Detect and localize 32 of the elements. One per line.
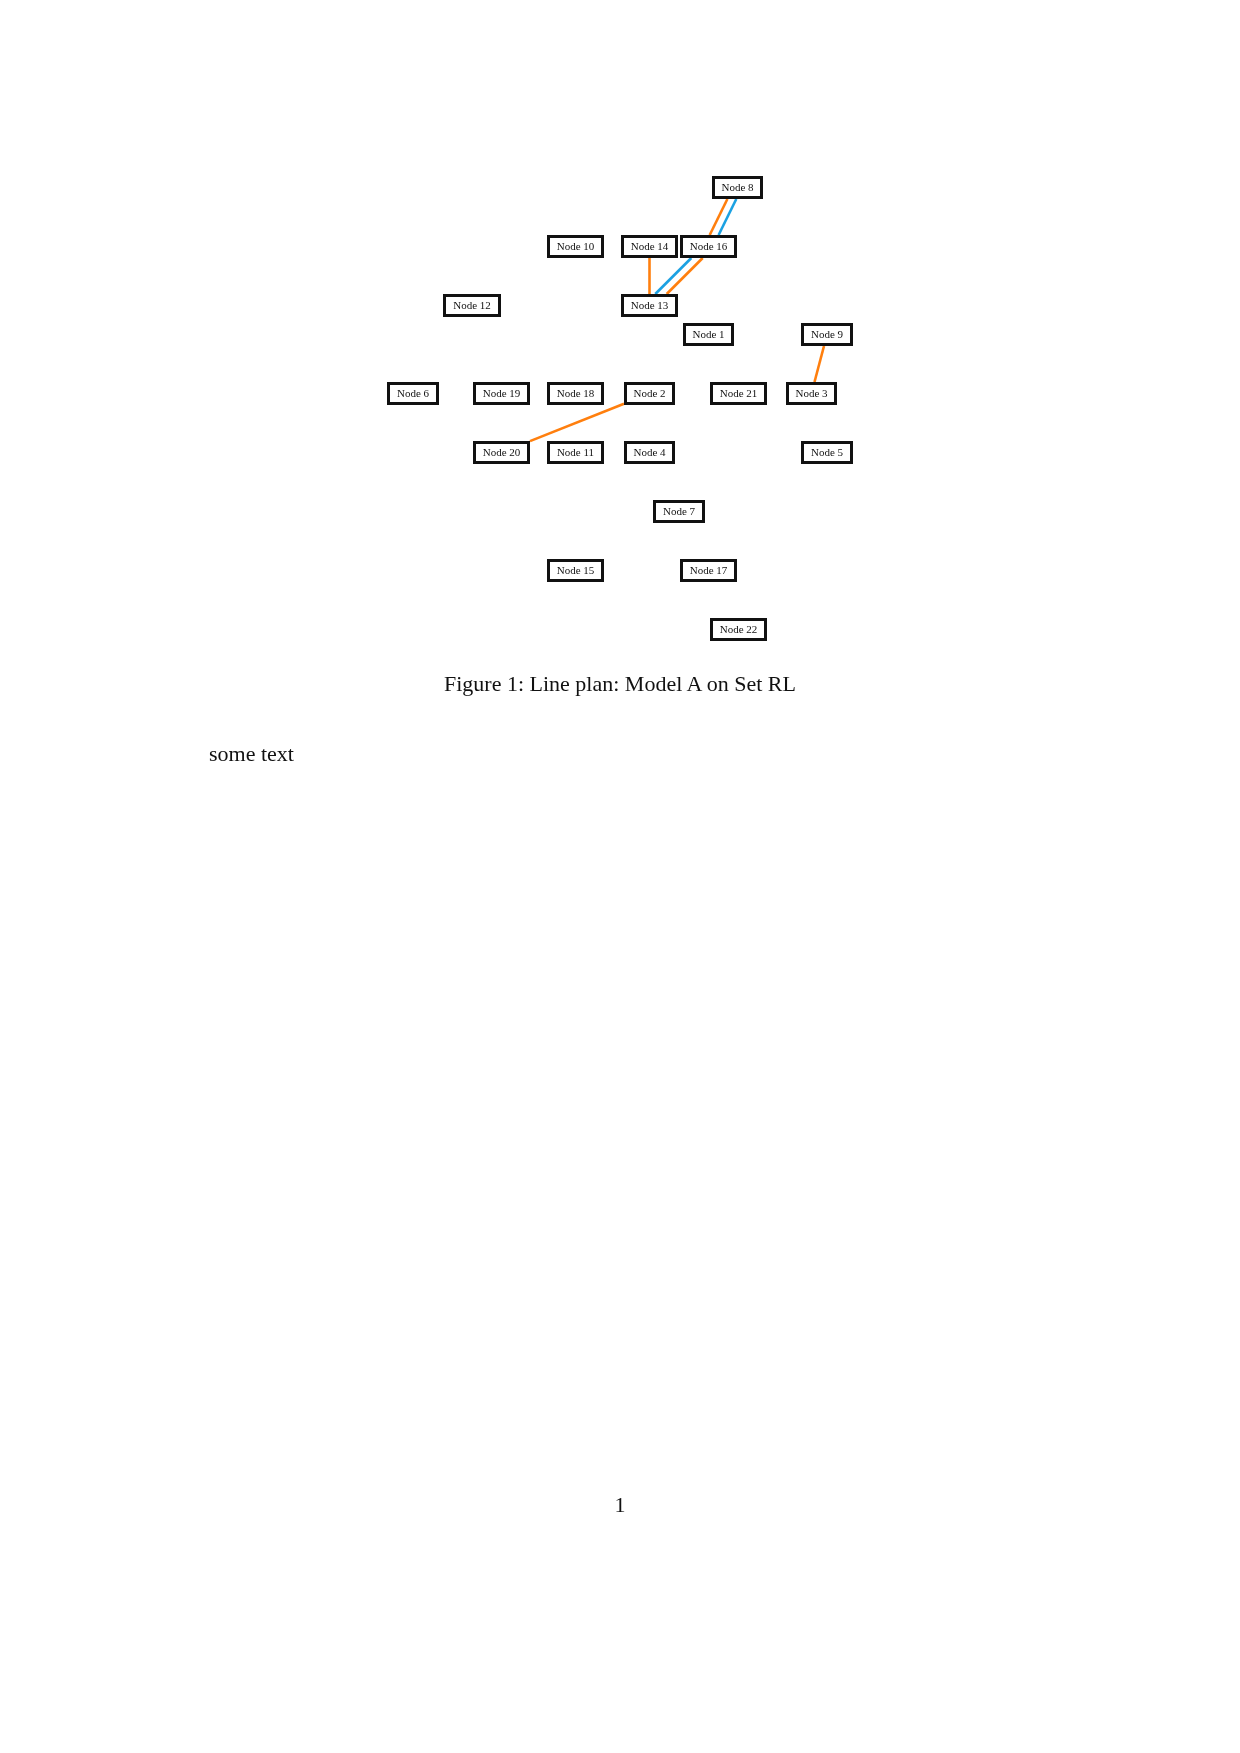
node-box: Node 15 xyxy=(547,559,604,582)
node-box: Node 10 xyxy=(547,235,604,258)
route-line xyxy=(665,257,704,295)
node-box: Node 4 xyxy=(624,441,675,464)
page-number: 1 xyxy=(614,1491,626,1519)
route-line xyxy=(813,345,826,383)
figure-caption: Figure 1: Line plan: Model A on Set RL xyxy=(444,670,796,698)
node-box: Node 1 xyxy=(683,323,734,346)
node-box: Node 5 xyxy=(801,441,853,464)
node-box: Node 20 xyxy=(473,441,530,464)
node-box: Node 6 xyxy=(387,382,439,405)
route-line xyxy=(648,258,651,294)
node-box: Node 17 xyxy=(680,559,737,582)
node-box: Node 19 xyxy=(473,382,530,405)
node-box: Node 11 xyxy=(547,441,604,464)
node-box: Node 22 xyxy=(710,618,767,641)
route-line xyxy=(717,198,738,236)
route-line xyxy=(529,402,625,443)
node-box: Node 13 xyxy=(621,294,678,317)
node-box: Node 18 xyxy=(547,382,604,405)
route-line xyxy=(708,198,729,236)
node-box: Node 12 xyxy=(443,294,501,317)
node-box: Node 14 xyxy=(621,235,678,258)
node-box: Node 2 xyxy=(624,382,675,405)
node-box: Node 16 xyxy=(680,235,737,258)
node-box: Node 7 xyxy=(653,500,705,523)
route-line xyxy=(654,257,693,295)
body-text: some text xyxy=(209,740,294,768)
node-box: Node 9 xyxy=(801,323,853,346)
node-box: Node 3 xyxy=(786,382,837,405)
node-box: Node 8 xyxy=(712,176,763,199)
node-box: Node 21 xyxy=(710,382,767,405)
